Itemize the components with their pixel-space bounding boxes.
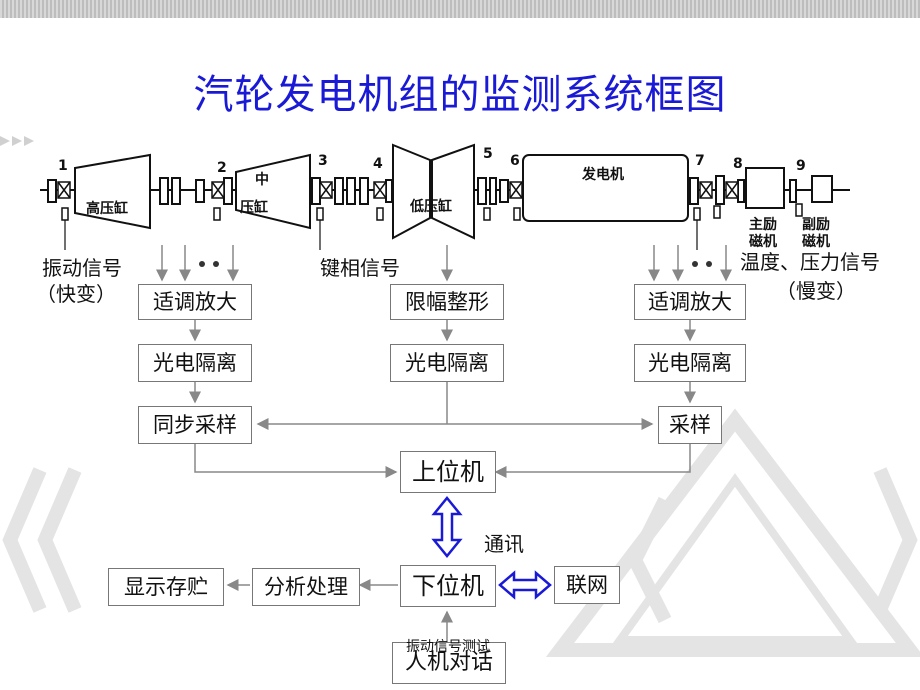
ip-cylinder-shape — [235, 153, 311, 230]
opto-right-box: 光电隔离 — [634, 344, 746, 382]
svg-text:压缸: 压缸 — [240, 199, 268, 216]
svg-text:磁机: 磁机 — [802, 233, 830, 250]
vibration-signal-label: 振动信号 — [42, 256, 122, 280]
temp-pressure-label: 温度、压力信号 — [740, 250, 880, 274]
generator-shape — [522, 154, 689, 222]
display-store-box: 显示存贮 — [108, 568, 224, 606]
sample-box: 采样 — [658, 406, 722, 444]
analysis-box: 分析处理 — [252, 568, 360, 606]
svg-text:6: 6 — [510, 153, 520, 169]
svg-text:磁机: 磁机 — [749, 233, 777, 250]
lp-cylinder-left — [392, 143, 431, 240]
page-title: 汽轮发电机组的监测系统框图 — [193, 72, 727, 118]
footer-text: 振动信号测试 — [406, 639, 490, 655]
svg-text:4: 4 — [373, 156, 383, 172]
svg-text:2: 2 — [217, 160, 227, 176]
slow-change-label: （慢变） — [776, 279, 856, 303]
svg-text:5: 5 — [483, 146, 493, 162]
svg-text:7: 7 — [695, 153, 705, 169]
cond-amp-right-box: 适调放大 — [634, 284, 746, 320]
svg-text:中: 中 — [255, 171, 269, 188]
comm-double-arrow — [431, 496, 463, 558]
svg-text:1: 1 — [58, 158, 68, 174]
svg-text:8: 8 — [733, 156, 743, 172]
sync-sample-box: 同步采样 — [138, 406, 252, 444]
main-exciter-shape — [745, 167, 785, 209]
opto-left-box: 光电隔离 — [138, 344, 252, 382]
opto-mid-box: 光电隔离 — [390, 344, 504, 382]
svg-text:3: 3 — [318, 153, 328, 169]
svg-text:主励: 主励 — [749, 216, 777, 233]
svg-text:高压缸: 高压缸 — [86, 200, 128, 217]
hmi-box: 人机对话 — [392, 642, 506, 684]
svg-text:副励: 副励 — [802, 217, 830, 233]
svg-text:低压缸: 低压缸 — [409, 198, 452, 215]
slave-computer-box: 下位机 — [400, 565, 496, 607]
aux-exciter-shape — [811, 175, 833, 203]
network-box: 联网 — [554, 566, 620, 604]
fast-change-label: （快变） — [36, 282, 116, 306]
comm-label: 通讯 — [484, 532, 524, 556]
cond-amp-left-box: 适调放大 — [138, 284, 252, 320]
lp-cylinder-right — [431, 143, 475, 240]
svg-text:发电机: 发电机 — [581, 166, 624, 183]
network-double-arrow — [498, 570, 552, 600]
limit-shape-box: 限幅整形 — [390, 284, 504, 320]
top-decorative-bar — [0, 0, 920, 18]
keyphase-signal-label: 键相信号 — [320, 256, 400, 280]
hp-cylinder-shape — [74, 153, 151, 230]
host-computer-box: 上位机 — [400, 451, 496, 493]
svg-text:9: 9 — [796, 158, 806, 174]
